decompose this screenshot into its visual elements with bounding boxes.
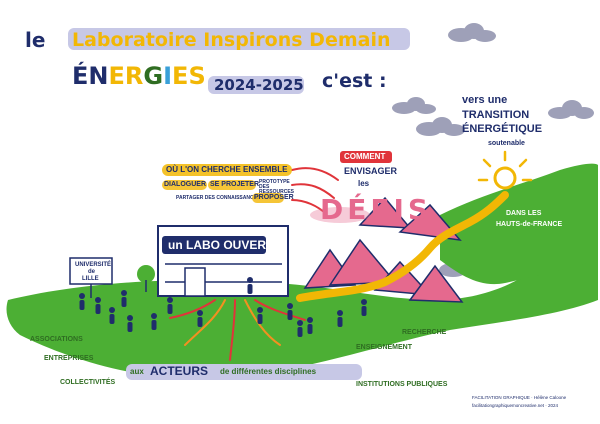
arrows [291, 167, 339, 215]
person-body [167, 304, 173, 314]
label-recherche: RECHERCHE [402, 329, 447, 336]
proposer-highlight [252, 193, 284, 203]
person-body [79, 300, 85, 310]
sun-icon [477, 150, 533, 190]
acteurs-post: de différentes disciplines [220, 367, 317, 376]
label-associations: ASSOCIATIONS [30, 336, 83, 343]
years: 2024-2025 [214, 76, 304, 94]
dialoguer: DIALOGUER [164, 181, 206, 188]
label-enseignement: ENSEIGNEMENT [356, 344, 413, 351]
energies-letter: S [188, 62, 206, 90]
energies-letter: R [124, 62, 144, 90]
energies-word: ÉNERGIES [72, 64, 206, 88]
universite-line3: LILLE [82, 276, 99, 282]
acteurs-main: ACTEURS [150, 364, 209, 378]
acteurs-highlight [126, 364, 362, 380]
person-icon [361, 299, 367, 305]
sign-post [69, 257, 113, 298]
credit-line2: facilitationgraphiquemoncreative.net · 2… [472, 403, 559, 408]
person-icon [167, 297, 173, 303]
energies-letter: G [143, 62, 164, 90]
person-icon [121, 290, 127, 296]
tree-icon [137, 265, 155, 292]
person-body [297, 327, 303, 337]
energies-letter: N [88, 62, 109, 90]
ensemble-highlight [162, 164, 292, 176]
years-highlight [208, 76, 304, 94]
comment-line1: COMMENT [344, 152, 386, 161]
person-icon [109, 307, 115, 313]
projeter: SE PROJETER [210, 181, 260, 188]
person-icon [79, 293, 85, 299]
person-icon [337, 310, 343, 316]
universite-line1: UNIVERSITÉ [75, 262, 112, 268]
person-icon [257, 307, 263, 313]
projeter-highlight [208, 180, 256, 190]
winding-path [296, 191, 509, 302]
person-icon [247, 277, 253, 283]
energies-letter: É [72, 62, 89, 90]
comment-highlight [340, 151, 392, 163]
transition-line1: vers une [462, 94, 508, 106]
people [79, 277, 367, 337]
person-body [257, 314, 263, 324]
proposer: PROPOSER [254, 194, 294, 201]
energy-rays [169, 299, 306, 361]
labo-sign-board [162, 236, 266, 254]
hauts-line1: DANS LES [506, 210, 542, 217]
person-icon [127, 315, 133, 321]
person-body [109, 314, 115, 324]
person-icon [197, 310, 203, 316]
comment-line3: les [358, 179, 370, 188]
ensemble-heading: OÙ L'ON CHERCHE ENSEMBLE [166, 165, 288, 174]
dialoguer-highlight [162, 180, 207, 190]
person-icon [297, 320, 303, 326]
person-icon [95, 297, 101, 303]
label-institutions: INSTITUTIONS PUBLIQUES [356, 381, 448, 388]
lab-name: Laboratoire Inspirons Demain [72, 29, 391, 51]
credit-line1: FACILITATION GRAPHIQUE · Hélène Caloone [472, 395, 567, 400]
title-prefix: le [25, 28, 46, 52]
acteurs-pre: aux [130, 367, 144, 376]
defis-word: DÉFIS [320, 193, 433, 226]
transition-line4: soutenable [488, 140, 525, 147]
label-entreprises: ENTREPRISES [44, 355, 94, 362]
transition-line2: TRANSITION [462, 109, 530, 121]
partager: PARTAGER DES CONNAISSANCES [176, 195, 261, 201]
person-body [247, 284, 253, 294]
prototype: PROTOTYPE DES RESSOURCES [259, 179, 295, 195]
person-icon [307, 317, 313, 323]
energies-letter: I [163, 62, 173, 90]
person-body [121, 297, 127, 307]
energies-letter: E [172, 62, 189, 90]
transition-line3: ÉNERGÉTIQUE [462, 123, 543, 135]
person-icon [151, 313, 157, 319]
label-collectivites: COLLECTIVITÉS [60, 379, 116, 386]
hauts-line2: HAUTS-de-FRANCE [496, 221, 563, 228]
person-body [337, 317, 343, 327]
person-body [127, 322, 133, 332]
person-body [95, 304, 101, 314]
person-body [307, 324, 313, 334]
energies-letter: E [108, 62, 125, 90]
comment-line2: ENVISAGER [344, 166, 398, 176]
person-icon [287, 303, 293, 309]
cest-text: c'est : [322, 70, 387, 92]
title-highlight [68, 28, 410, 50]
person-body [287, 310, 293, 320]
person-body [361, 306, 367, 316]
labo-sign: un LABO OUVERT [168, 238, 274, 252]
person-body [151, 320, 157, 330]
person-body [197, 317, 203, 327]
universite-line2: de [88, 269, 96, 275]
